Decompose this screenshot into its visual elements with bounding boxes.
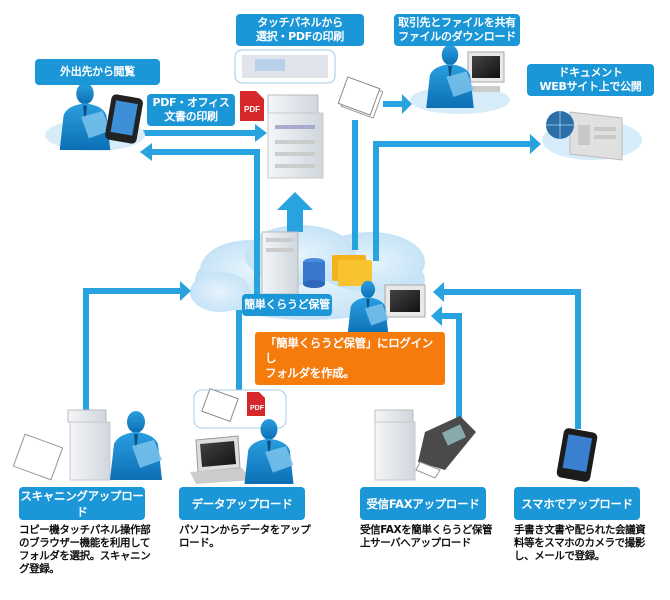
smartphone-illustration [556, 428, 598, 482]
label-cloud-storage: 簡単くらうど保管 [242, 294, 332, 316]
arrow-to-copier [143, 124, 267, 142]
data-upload-illustration: PDF [190, 387, 294, 484]
desc-scanning-upload: コピー機タッチパネル操作部のブラウザー機能を利用してフォルダを選択。スキャニング… [19, 524, 151, 575]
arrow-to-share-user [352, 94, 412, 250]
arrow-phone-upload [433, 282, 581, 429]
tablet-user-illustration [45, 82, 145, 151]
scan-illustration [12, 409, 162, 481]
arrow-to-web [373, 134, 541, 261]
card-scanning-upload: スキャニングアップロード [19, 487, 145, 520]
arrow-fax-upload [431, 306, 462, 435]
fax-illustration [374, 409, 476, 481]
label-share-download: 取引先とファイルを共有 ファイルのダウンロード [394, 14, 520, 46]
svg-text:PDF: PDF [244, 105, 260, 114]
share-user-illustration [410, 44, 510, 114]
desc-data-upload: パソコンからデータをアップロード。 [179, 524, 311, 549]
center-pc-user-illustration [347, 280, 426, 335]
arrow-up-to-copier [277, 192, 313, 232]
card-fax-upload: 受信FAXアップロード [360, 487, 486, 520]
web-publish-illustration [542, 111, 642, 161]
label-print-from-touchpanel: タッチパネルから 選択・PDFの印刷 [236, 14, 364, 46]
copier-illustration [234, 49, 336, 179]
document-stack-top [337, 76, 384, 119]
label-web-publish: ドキュメント WEBサイト上で公開 [527, 64, 654, 96]
server-illustration [261, 231, 325, 295]
pdf-icon-top: PDF [240, 91, 264, 121]
label-pdf-office-print: PDF・オフィス 文書の印刷 [147, 94, 235, 126]
svg-text:PDF: PDF [250, 405, 265, 412]
arrow-to-tablet-user [140, 143, 260, 299]
desc-fax-upload: 受信FAXを簡単くらうど保管上サーバへアップロード [360, 524, 493, 549]
login-note: 「簡単くらうど保管」にログインし フォルダを作成。 [255, 332, 445, 385]
card-data-upload: データアップロード [179, 487, 305, 520]
arrow-scan-upload [83, 281, 191, 418]
folder-icon [332, 255, 372, 286]
card-smartphone-upload: スマホでアップロード [514, 487, 640, 520]
desc-smartphone-upload: 手書き文書や配られた会議資料等をスマホのカメラで撮影し、メールで登録。 [514, 524, 646, 562]
arrow-data-upload [236, 310, 242, 390]
label-view-remote: 外出先から閲覧 [35, 59, 160, 85]
